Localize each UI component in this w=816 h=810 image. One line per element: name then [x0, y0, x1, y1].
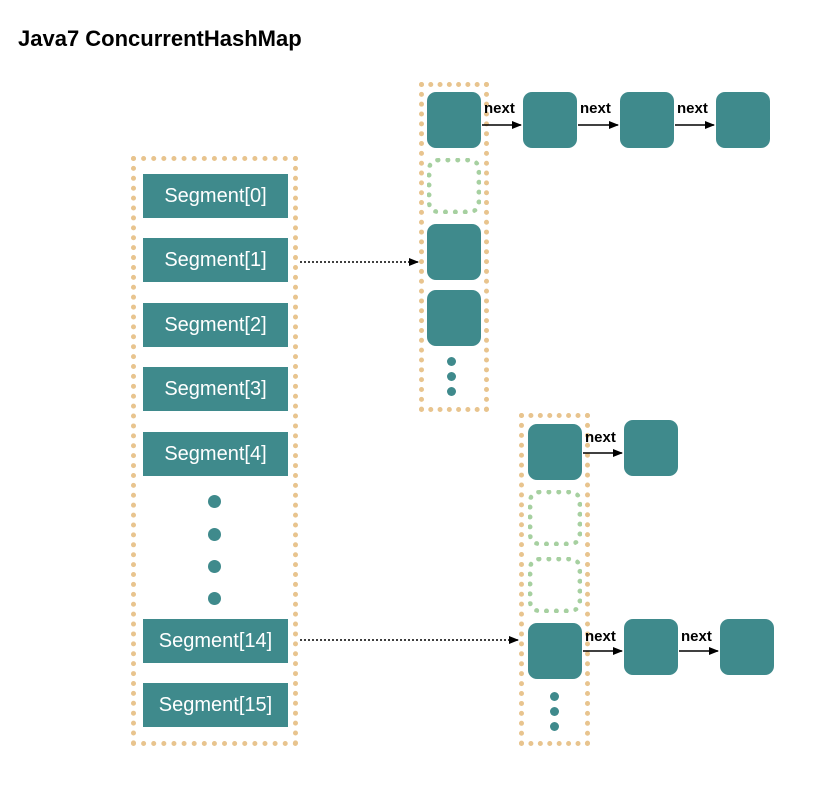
next-label: next — [580, 100, 611, 117]
segment-0: Segment[0] — [143, 174, 288, 218]
ellipsis-dot — [447, 372, 456, 381]
segment-2: Segment[2] — [143, 303, 288, 347]
ellipsis-dot — [208, 560, 221, 573]
next-label: next — [677, 100, 708, 117]
chain-node — [720, 619, 774, 675]
hash-entry-node — [528, 623, 582, 679]
ellipsis-dot — [208, 592, 221, 605]
segment-15: Segment[15] — [143, 683, 288, 727]
hash-table-segment-1 — [419, 82, 489, 412]
diagram-title: Java7 ConcurrentHashMap — [18, 26, 302, 51]
hash-table-segment-14 — [519, 413, 590, 746]
hash-entry-node — [427, 224, 481, 280]
ellipsis-dot — [208, 528, 221, 541]
next-label: next — [484, 100, 515, 117]
next-label: next — [585, 628, 616, 645]
ellipsis-dot — [447, 357, 456, 366]
ellipsis-dot — [447, 387, 456, 396]
chain-node — [620, 92, 674, 148]
chain-node — [624, 420, 678, 476]
next-label: next — [681, 628, 712, 645]
next-label: next — [585, 429, 616, 446]
segment-14: Segment[14] — [143, 619, 288, 663]
empty-slot — [427, 158, 481, 214]
chain-node — [716, 92, 770, 148]
ellipsis-dot — [550, 707, 559, 716]
empty-slot — [528, 557, 582, 613]
empty-slot — [528, 490, 582, 546]
segment-4: Segment[4] — [143, 432, 288, 476]
segment-1: Segment[1] — [143, 238, 288, 282]
hash-entry-node — [528, 424, 582, 480]
hash-entry-node — [427, 92, 481, 148]
ellipsis-dot — [550, 692, 559, 701]
chain-node — [523, 92, 577, 148]
segment-array — [131, 156, 298, 746]
ellipsis-dot — [550, 722, 559, 731]
segment-3: Segment[3] — [143, 367, 288, 411]
ellipsis-dot — [208, 495, 221, 508]
chain-node — [624, 619, 678, 675]
hash-entry-node — [427, 290, 481, 346]
